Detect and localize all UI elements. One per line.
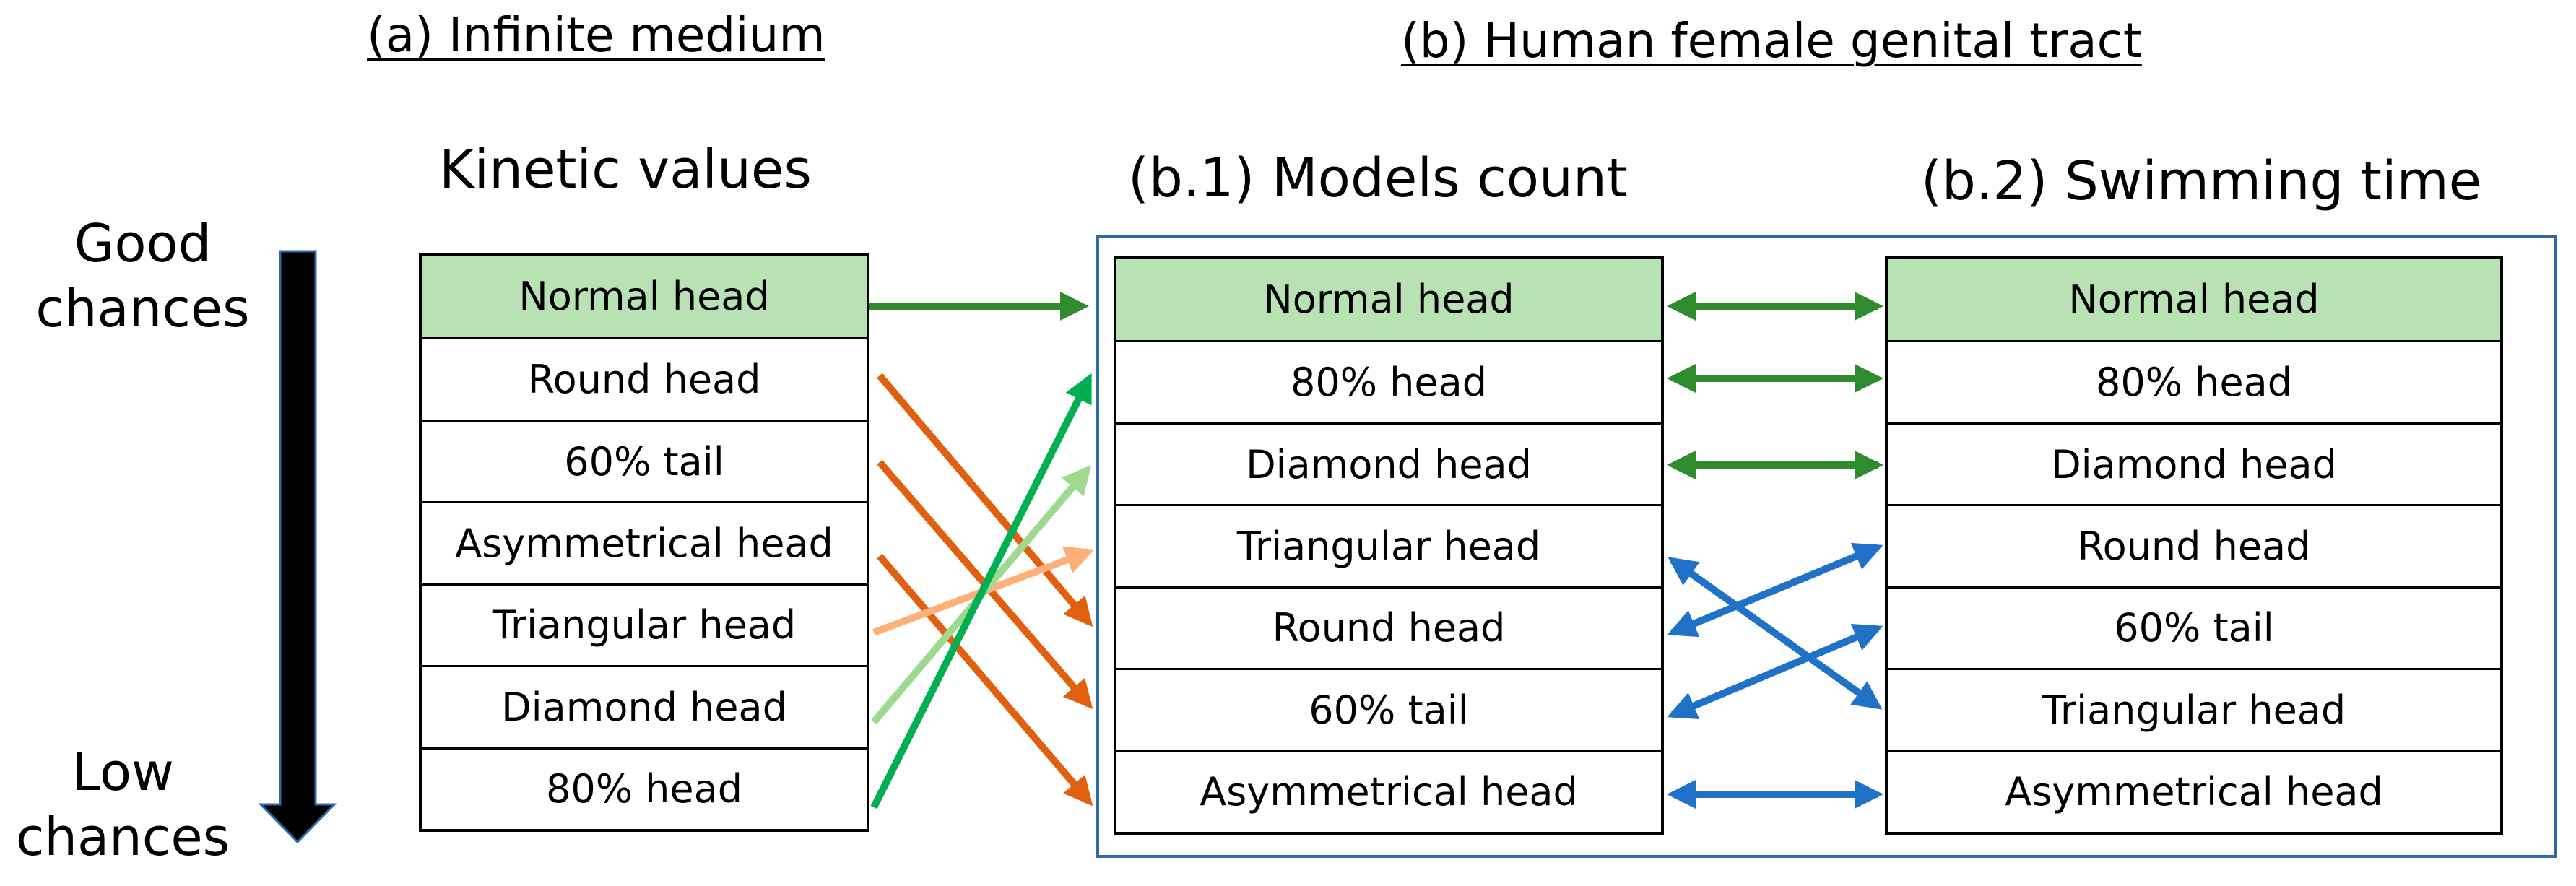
swimming-row-normal-head: Normal head (1888, 259, 2500, 341)
kinetic-row-asymmetrical-head: Asymmetrical head (422, 501, 867, 583)
good-chances-line-2: chances (35, 278, 250, 339)
swimming-row-80-head: 80% head (1888, 340, 2500, 422)
heading-models-count: (b.1) Models count (1128, 147, 1628, 209)
low-chances-line-2: chances (15, 807, 230, 867)
kinetic-row-60-tail: 60% tail (422, 419, 867, 501)
swimming-row-diamond-head: Diamond head (1888, 422, 2500, 504)
heading-kinetic-values: Kinetic values (439, 139, 812, 201)
kinetic-row-triangular-head: Triangular head (422, 583, 867, 665)
models-row-diamond-head: Diamond head (1116, 422, 1661, 504)
good-chances-line-1: Good (74, 213, 212, 274)
models-row-asymmetrical-head: Asymmetrical head (1116, 750, 1661, 832)
models-row-normal-head: Normal head (1116, 259, 1661, 341)
swimming-row-triangular-head: Triangular head (1888, 668, 2500, 750)
arrow-round-head (877, 373, 1093, 627)
swimming-row-round-head: Round head (1888, 504, 2500, 586)
heading-swimming-time: (b.2) Swimming time (1921, 150, 2482, 212)
models-row-triangular-head: Triangular head (1116, 504, 1661, 586)
models-row-round-head: Round head (1116, 586, 1661, 668)
arrow-asymmetrical-head (877, 553, 1093, 807)
models-row-60-tail: 60% tail (1116, 668, 1661, 750)
link-round-to-round (1667, 542, 1883, 638)
arrow-80-head (870, 373, 1093, 809)
swimming-row-asymmetrical-head: Asymmetrical head (1888, 750, 2500, 832)
low-chances-label: Low chances (0, 739, 246, 869)
swimming-row-60-tail: 60% tail (1888, 586, 2500, 668)
link-triangular-to-triangular (1668, 557, 1883, 710)
models-row-80-head: 80% head (1116, 340, 1661, 422)
kinetic-row-round-head: Round head (422, 337, 867, 419)
kinetic-row-diamond-head: Diamond head (422, 665, 867, 747)
title-infinite-medium: (a) Infinite medium (367, 7, 825, 63)
kinetic-row-80-head: 80% head (422, 747, 867, 829)
kinetic-row-normal-head: Normal head (422, 256, 867, 338)
genital-tract-frame (1096, 235, 2557, 858)
chance-scale-arrow (258, 250, 337, 844)
low-chances-line-1: Low (71, 742, 174, 802)
good-chances-label: Good chances (0, 211, 285, 341)
title-genital-tract: (b) Human female genital tract (1401, 13, 2142, 69)
link-60-tail (1667, 624, 1883, 719)
